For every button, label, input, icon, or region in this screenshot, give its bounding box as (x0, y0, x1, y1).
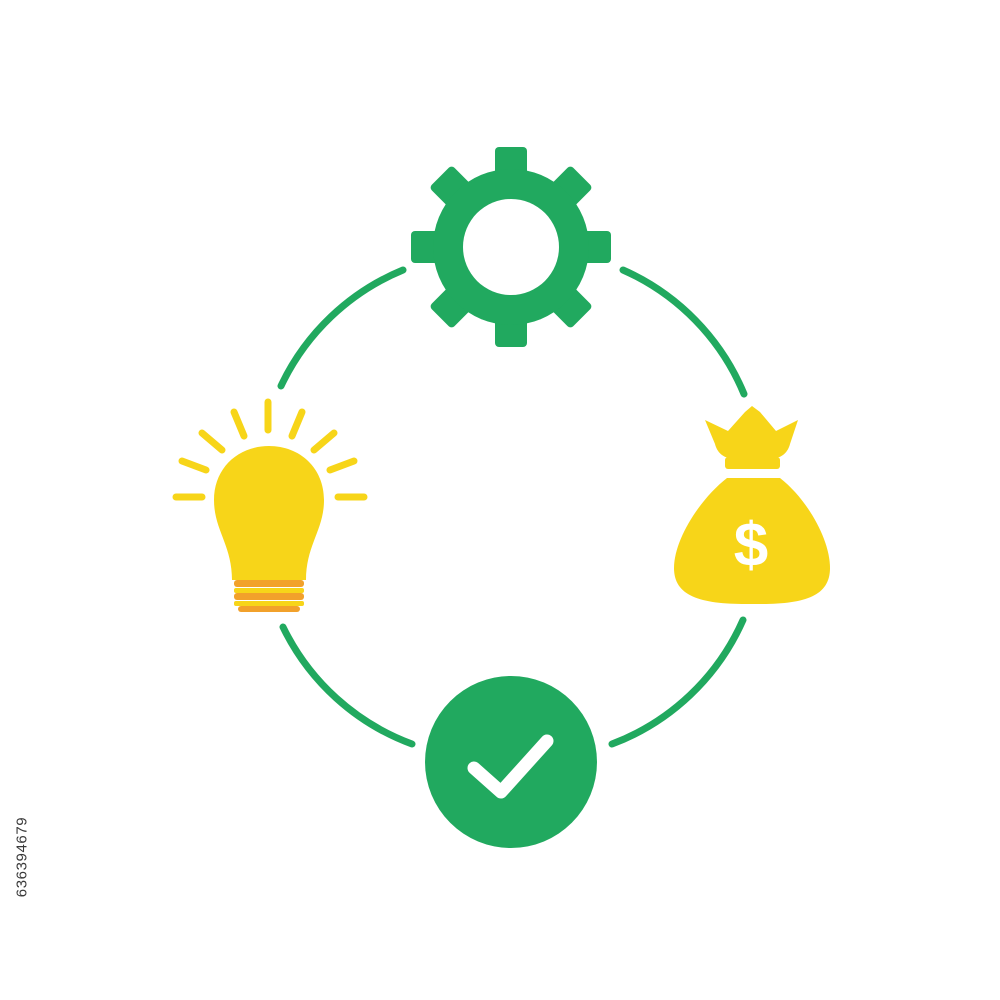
arc-bottom-right (608, 616, 747, 748)
stock-id-text: 636394679 (13, 816, 31, 898)
stock-id-label: 636394679 (4, 757, 40, 957)
dollar-sign: $ (734, 511, 768, 580)
bag-tie (725, 457, 780, 469)
light-rays (172, 398, 368, 501)
gear-icon (411, 147, 611, 347)
light-bulb-icon (172, 398, 368, 612)
cycle-arcs (277, 266, 748, 748)
money-bag-icon: $ (674, 406, 830, 604)
arc-top-left (277, 266, 407, 390)
check-circle-icon (425, 676, 597, 848)
arc-top-right (619, 266, 748, 398)
check-mark (467, 734, 554, 799)
bag-body (674, 478, 830, 604)
bulb-glass (214, 446, 324, 580)
arc-bottom-left (279, 623, 416, 748)
bag-top (705, 406, 798, 458)
